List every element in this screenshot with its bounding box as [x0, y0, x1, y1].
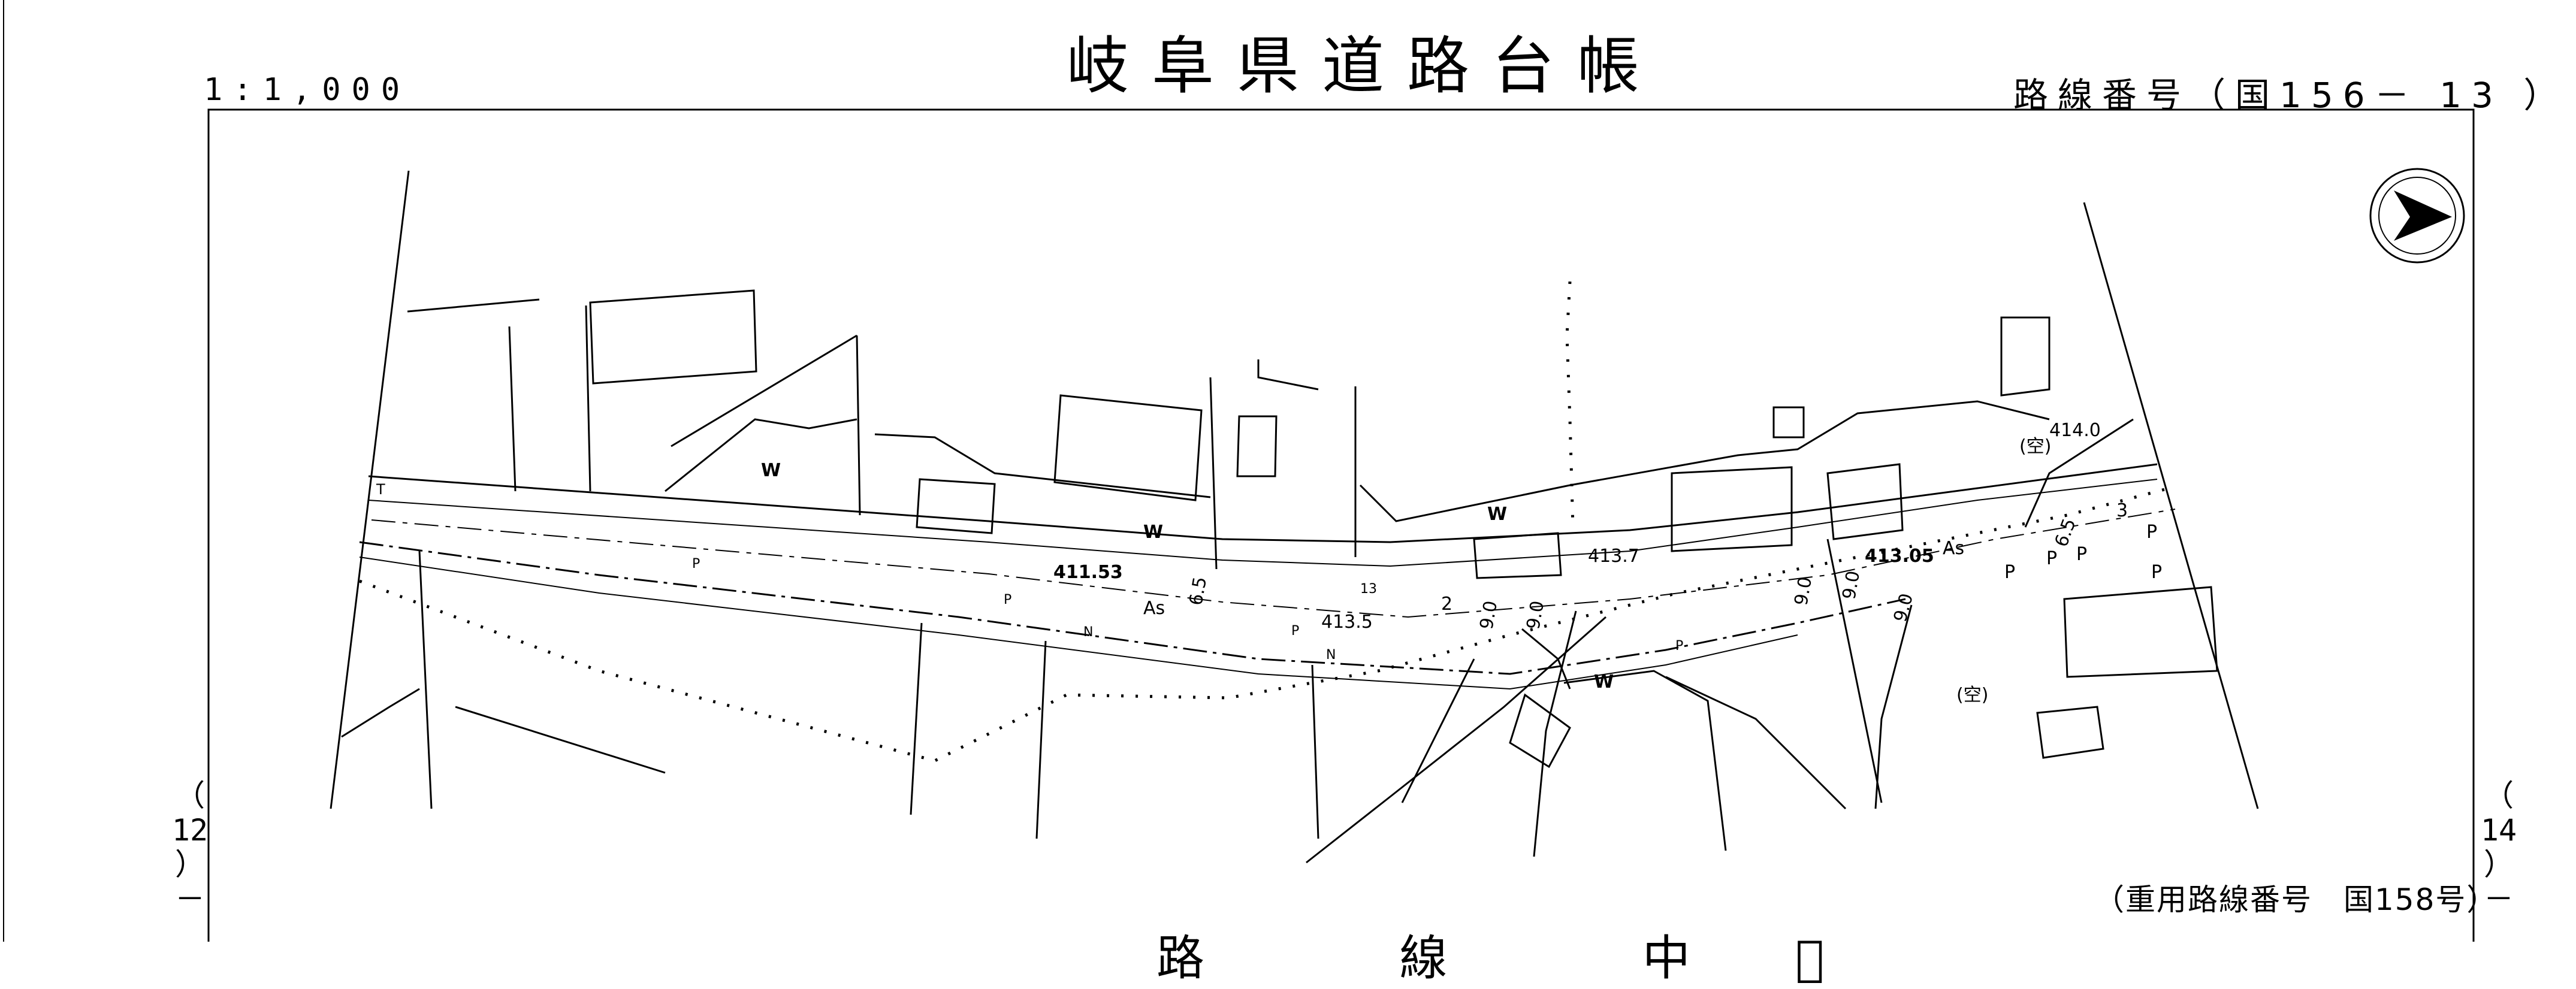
parcel-line [1874, 604, 1913, 809]
building-11 [1473, 532, 1562, 579]
road-edge-north-inner [368, 479, 2158, 567]
pole-marker: P [1675, 639, 1683, 654]
parcel-line [341, 688, 420, 738]
overlap-route-number: （重用路線番号 国158号） [2094, 882, 2498, 917]
pole-marker: P [1291, 624, 1299, 639]
elevation-label: 413.5 [1321, 612, 1373, 633]
parcel-line [2024, 418, 2134, 528]
area-boundary-left [330, 170, 410, 809]
elevation-label: 413.05 [1865, 546, 1934, 567]
parcel-line [665, 418, 857, 492]
elevation-label: 411.53 [1053, 562, 1123, 583]
pole-marker: P [1004, 592, 1011, 607]
dotted-boundary-south [359, 486, 2170, 763]
well-marker: W [761, 460, 781, 481]
parcel-line [910, 622, 923, 815]
adjacent-sheet-left: （ 12 ） － [171, 778, 209, 917]
parcel-line [671, 334, 857, 447]
building-5 [1671, 466, 1793, 552]
building-12 [1772, 406, 1805, 438]
parcel-line [508, 326, 517, 492]
pole-marker: P [692, 556, 700, 571]
vacant-label: (空) [1956, 685, 1988, 706]
width-label: 9.0 [1476, 599, 1502, 631]
elevation-label: 413.7 [1588, 546, 1639, 567]
well-marker: W [1487, 504, 1507, 525]
parcel-line [407, 298, 540, 313]
station-number: 2 [1441, 594, 1452, 615]
north-marker: N [1326, 648, 1336, 663]
parcel-line [1257, 359, 1319, 391]
parcel-line [1665, 676, 1847, 810]
parcel-line [874, 433, 1211, 498]
parcel-line [418, 551, 433, 809]
parcel-line [585, 305, 591, 492]
building-1 [589, 289, 757, 385]
north-arrow-icon [2369, 168, 2465, 264]
sheet-frame [207, 108, 2475, 942]
sheet-title: 岐阜県道路台帳 [1067, 29, 1663, 102]
elevation-label: 414.0 [2049, 420, 2101, 441]
width-label: 9.0 [1523, 599, 1548, 631]
building-4 [1236, 415, 1278, 477]
pole-marker: P [2046, 548, 2057, 569]
bottom-caption-partial: 路 線 中 ゙ [1156, 930, 2157, 986]
vacant-label: (空) [2019, 436, 2051, 457]
parcel-line [1521, 628, 1571, 689]
width-label: 6.5 [1185, 575, 1211, 607]
parcel-line [1533, 610, 1577, 857]
building-3 [916, 478, 996, 534]
well-marker: W [1594, 672, 1614, 692]
building-8 [2063, 586, 2218, 678]
parcel-line [1826, 539, 1883, 803]
traverse-symbol: T [376, 481, 385, 498]
building-9 [1509, 693, 1571, 769]
station-number: 3 [2116, 500, 2128, 521]
parcel-line [1401, 658, 1475, 803]
dotted-boundary-east [1565, 281, 1575, 528]
pole-marker: P [2004, 562, 2015, 583]
pole-marker: P [2076, 544, 2087, 565]
building-6 [1826, 463, 1904, 540]
parcel-line [1209, 377, 1218, 570]
road-edge-south [359, 541, 1906, 675]
width-label: 9.0 [1838, 569, 1864, 601]
route-number: 路線番号（国156－ 13 ） [2013, 75, 2568, 116]
parcel-line [856, 335, 861, 516]
parcel-line [1035, 640, 1047, 839]
survey-mark: 13 [1360, 582, 1377, 597]
scale-label: 1:1,000 [204, 72, 411, 108]
area-boundary-right [2083, 202, 2259, 809]
parcel-line [1311, 664, 1319, 839]
road-edge-south-2 [359, 556, 1798, 690]
building-7 [2000, 316, 2050, 397]
road-centerline [371, 509, 2176, 618]
building-10 [2036, 706, 2104, 759]
surface-label: As [1943, 538, 1964, 559]
pole-marker: P [2146, 522, 2157, 543]
pole-marker: P [2151, 562, 2162, 583]
well-marker: W [1143, 522, 1163, 543]
width-label: 9.0 [1790, 575, 1816, 607]
parcel-line [1306, 616, 1606, 864]
adjacent-sheet-right: （ 14 ） － [2480, 778, 2517, 917]
parcel-line [1563, 670, 1727, 851]
parcel-line [1359, 400, 2050, 522]
width-label: 9.0 [1890, 591, 1917, 624]
building-2 [1053, 394, 1203, 501]
surface-label: As [1143, 598, 1165, 619]
parcel-line [455, 706, 666, 774]
north-marker: N [1083, 625, 1093, 640]
road-ledger-map: 411.53 413.5 413.7 413.05 414.0 As As (空… [3, 0, 2475, 942]
